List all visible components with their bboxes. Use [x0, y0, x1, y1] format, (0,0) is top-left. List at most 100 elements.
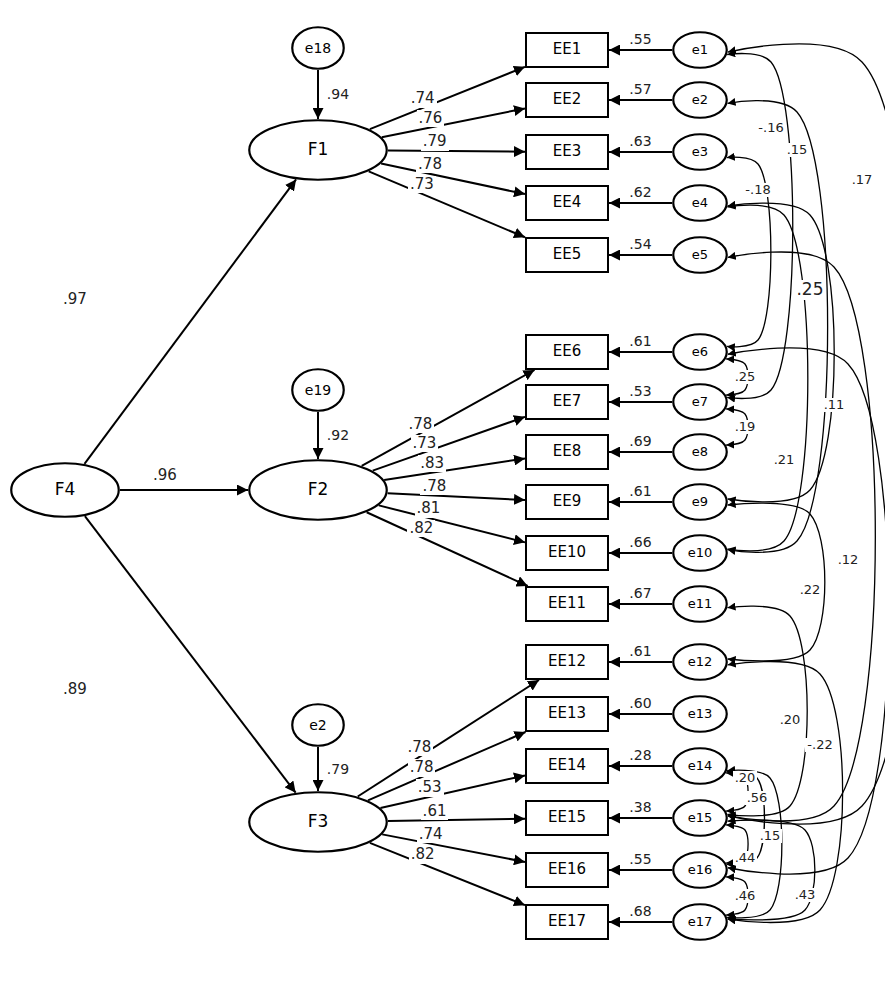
path-coefficient: .73 [411, 435, 439, 452]
node-label: EE5 [553, 246, 582, 263]
path-arrow [609, 603, 672, 605]
path-coefficient: .79 [421, 133, 449, 150]
covariance-value: -.16 [756, 121, 785, 136]
path-coefficient: .78 [407, 416, 435, 433]
path-arrow [382, 108, 525, 137]
path-arrow [609, 451, 672, 453]
observed-variable-box: EE16 [525, 852, 609, 888]
covariance-arrow [728, 44, 885, 824]
path-arrow [609, 501, 672, 503]
error-circle: e2 [672, 81, 728, 119]
observed-variable-box: EE5 [525, 237, 609, 273]
path-arrow [609, 401, 672, 403]
covariance-arrow [728, 662, 843, 923]
path-arrow [120, 489, 248, 491]
path-arrow [609, 254, 672, 256]
node-label: e1 [692, 43, 708, 58]
path-coefficient: .38 [627, 799, 653, 815]
observed-variable-box: EE3 [525, 134, 609, 170]
path-arrow [380, 775, 525, 808]
node-label: e6 [692, 345, 708, 360]
path-coefficient: .83 [418, 455, 446, 472]
node-label: e4 [692, 196, 708, 211]
covariance-value: .15 [785, 143, 810, 158]
node-label: EE7 [553, 393, 582, 410]
error-circle: e14 [672, 747, 728, 785]
path-coefficient: .82 [407, 520, 435, 537]
path-arrow [609, 817, 672, 819]
error-circle: e13 [672, 695, 728, 733]
node-label: EE8 [553, 443, 582, 460]
observed-variable-box: EE6 [525, 334, 609, 370]
observed-variable-box: EE9 [525, 484, 609, 520]
observed-variable-box: EE17 [525, 904, 609, 940]
path-coefficient: .61 [627, 483, 653, 499]
node-label: F4 [55, 480, 76, 500]
covariance-value: .15 [758, 829, 783, 844]
path-arrow [85, 516, 296, 793]
covariance-arrow [728, 503, 825, 661]
node-label: e2 [692, 93, 708, 108]
observed-variable-box: EE7 [525, 384, 609, 420]
path-coefficient: .61 [627, 643, 653, 659]
path-arrow [317, 412, 319, 459]
path-coefficient: .89 [61, 681, 89, 698]
node-label: e7 [692, 395, 708, 410]
node-label: e16 [688, 863, 713, 878]
covariance-value: .43 [793, 888, 818, 903]
path-coefficient: .53 [627, 383, 653, 399]
observed-variable-box: EE2 [525, 82, 609, 118]
path-arrow [379, 505, 525, 542]
node-label: e15 [688, 811, 713, 826]
observed-variable-box: EE8 [525, 434, 609, 470]
path-arrow [609, 661, 672, 663]
observed-variable-box: EE11 [525, 586, 609, 622]
path-arrow [388, 819, 525, 821]
path-arrow [609, 351, 672, 353]
node-label: e17 [688, 915, 713, 930]
observed-variable-box: EE4 [525, 185, 609, 221]
error-circle: e12 [672, 643, 728, 681]
path-arrow [367, 512, 528, 586]
path-coefficient: .82 [409, 846, 437, 863]
path-arrow [369, 171, 525, 237]
path-arrow [609, 869, 672, 871]
covariance-arrow [727, 205, 807, 551]
path-coefficient: .68 [627, 903, 653, 919]
path-coefficient: .67 [627, 585, 653, 601]
disturbance-circle: e19 [291, 368, 345, 412]
path-arrow [368, 732, 525, 800]
path-coefficient: .78 [405, 739, 433, 756]
covariance-value: .11 [822, 398, 847, 413]
covariance-arrow [727, 54, 793, 399]
observed-variable-box: EE10 [525, 535, 609, 571]
covariance-value: -.18 [743, 183, 772, 198]
path-coefficient: .62 [627, 184, 653, 200]
disturbance-circle: e2 [291, 703, 345, 747]
node-label: e8 [692, 445, 708, 460]
node-label: e13 [688, 707, 713, 722]
path-coefficient: .55 [627, 31, 653, 47]
covariance-arrow [727, 606, 807, 816]
error-circle: e9 [672, 483, 728, 521]
node-label: EE16 [548, 861, 586, 878]
node-label: F3 [308, 812, 329, 832]
path-coefficient: .73 [408, 176, 436, 193]
path-arrow [609, 713, 672, 715]
path-arrow [388, 151, 525, 152]
disturbance-circle: e18 [291, 26, 345, 70]
node-label: e10 [688, 546, 713, 561]
node-label: e2 [309, 717, 327, 733]
node-label: F2 [308, 480, 329, 500]
path-coefficient: .78 [416, 156, 444, 173]
path-coefficient: .66 [627, 534, 653, 550]
path-coefficient: .96 [151, 467, 179, 484]
covariance-arrow [728, 348, 885, 874]
node-label: e18 [305, 40, 331, 56]
path-arrow [382, 834, 525, 862]
error-circle: e8 [672, 433, 728, 471]
latent-factor: F1 [248, 119, 388, 181]
node-label: EE9 [553, 493, 582, 510]
covariance-value: .25 [733, 370, 758, 385]
path-arrow [317, 747, 319, 791]
